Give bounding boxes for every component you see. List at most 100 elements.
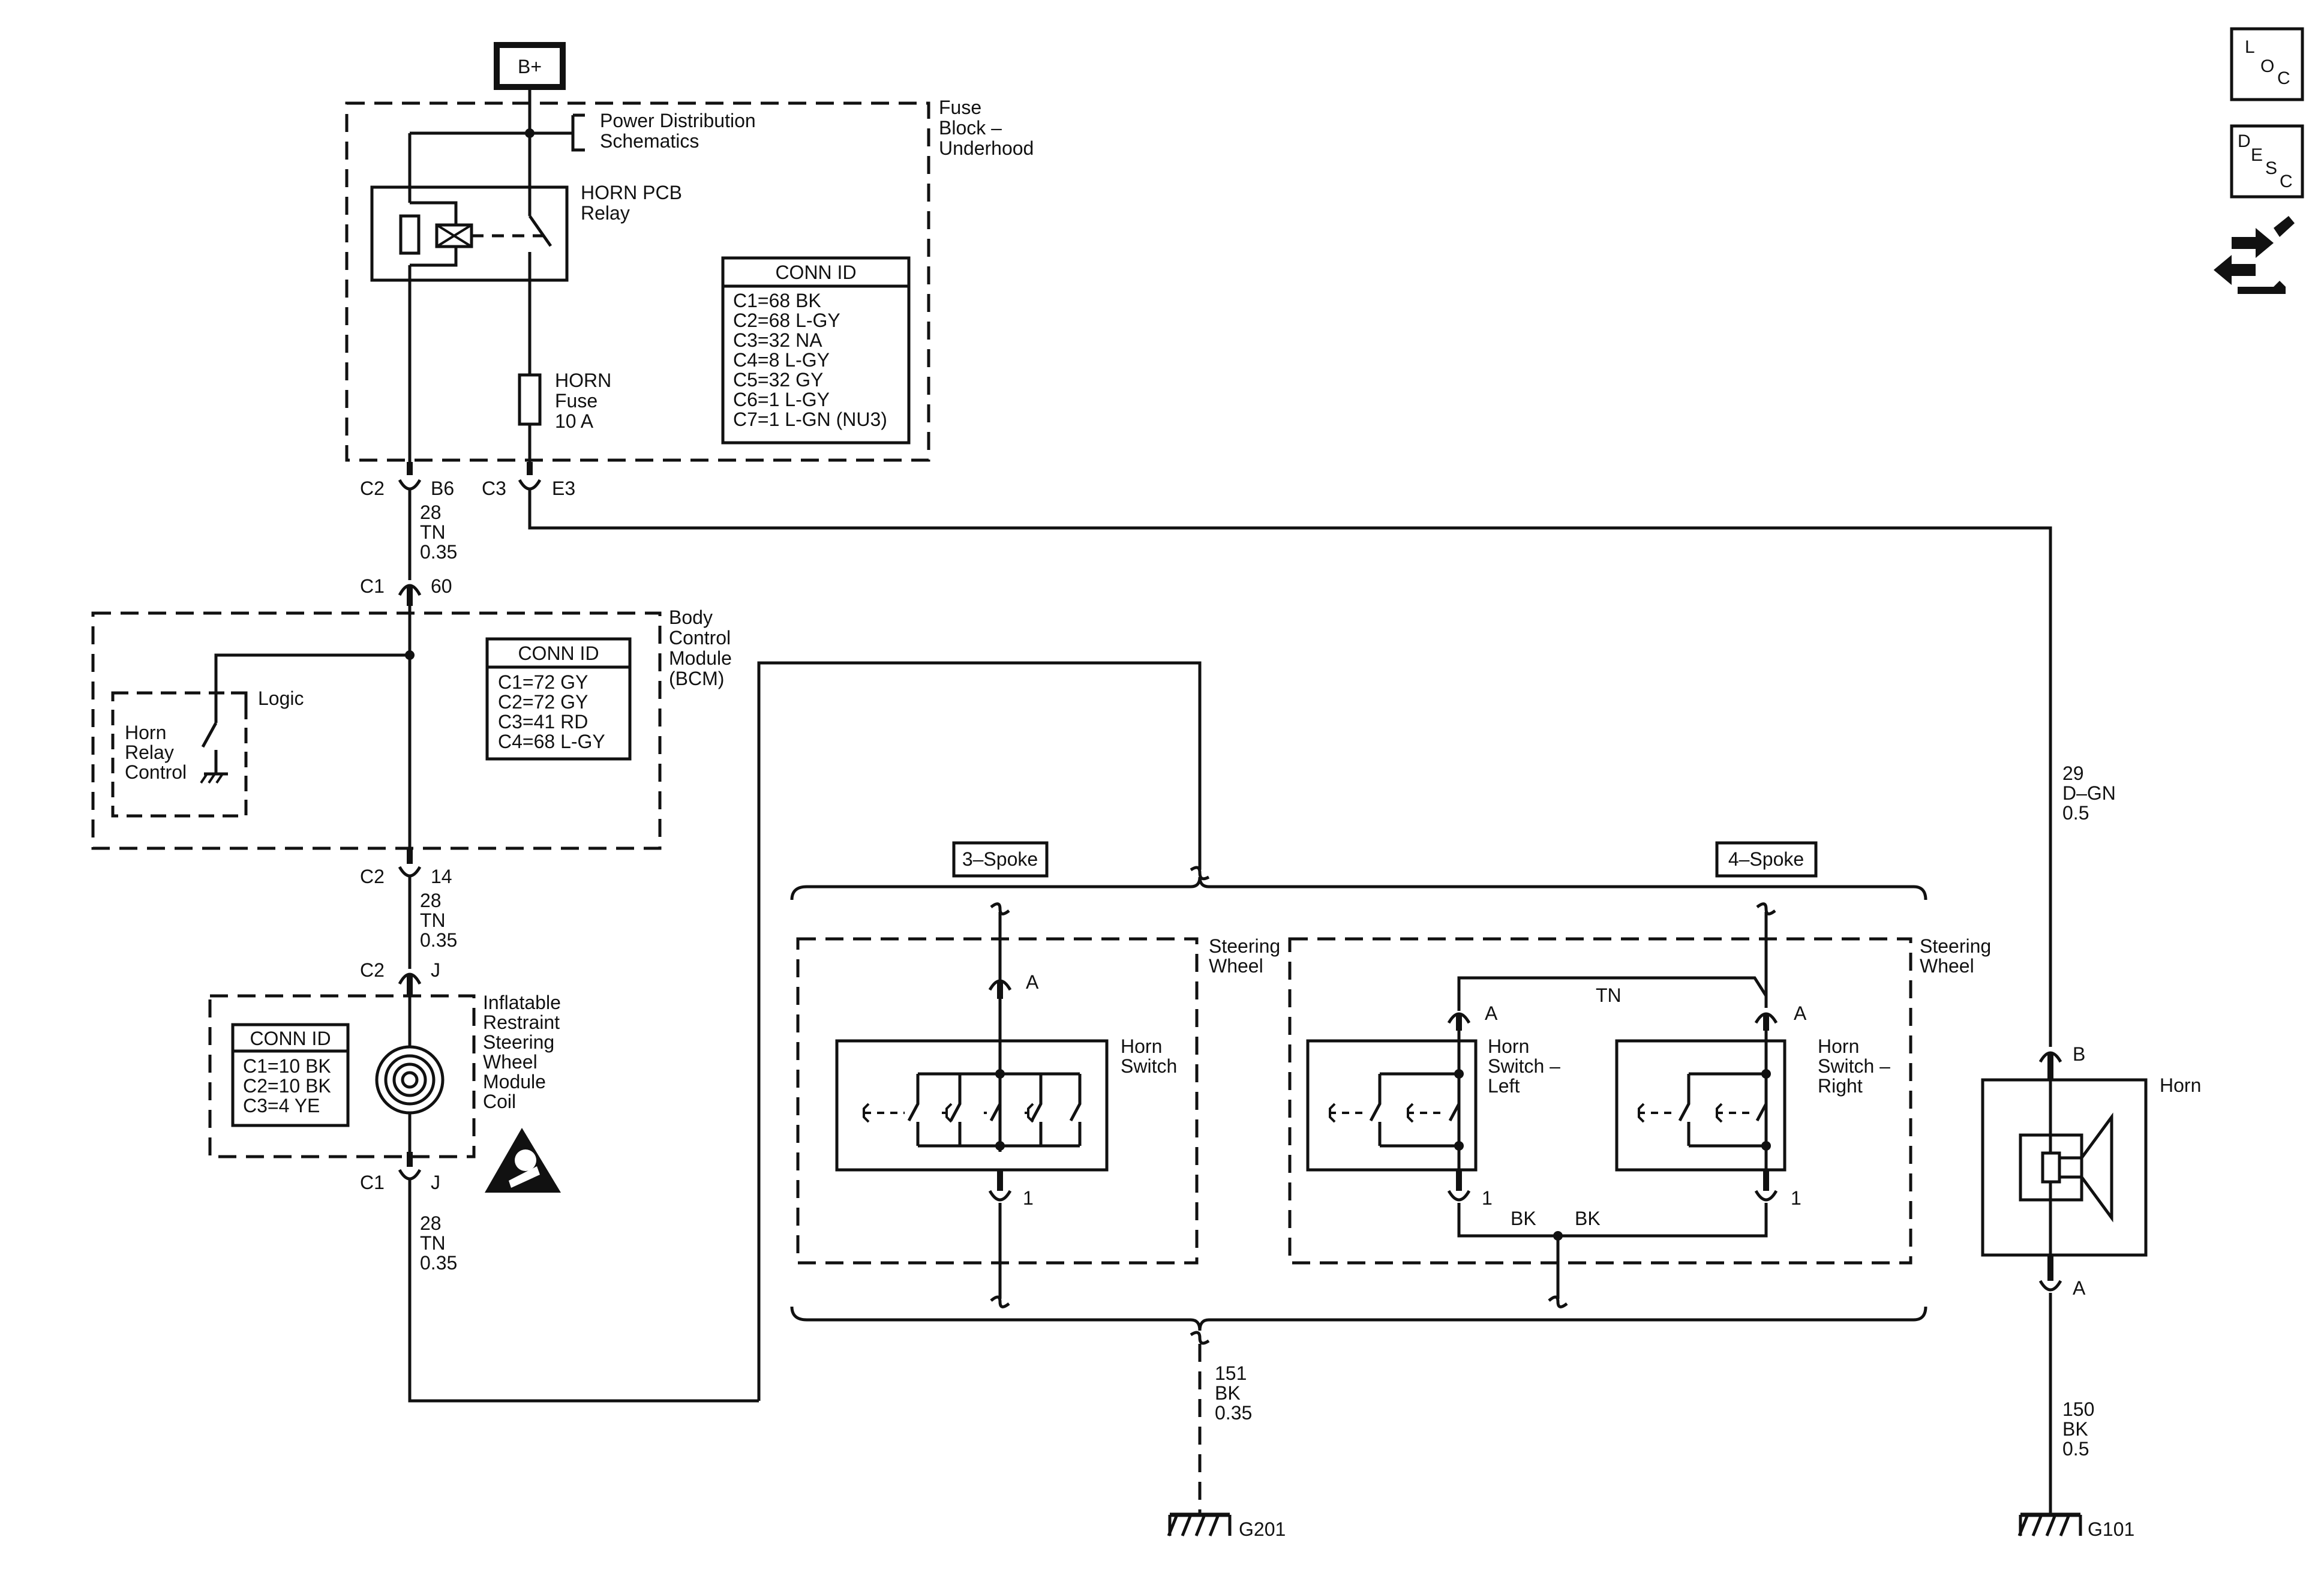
wrench-arrows-icon[interactable]	[2214, 216, 2295, 294]
relay-control-label-3: Control	[125, 761, 187, 783]
svg-text:(BCM): (BCM)	[669, 668, 724, 689]
connector-c2-j	[398, 972, 422, 996]
relay-control-label-2: Relay	[125, 742, 174, 763]
wire-label-w6: 150	[2062, 1398, 2094, 1420]
horn-switch-left	[1306, 1031, 1478, 1172]
pin-1-label-left: 1	[1482, 1187, 1493, 1209]
clockspring-coil-icon	[375, 996, 445, 1161]
logic-label: Logic	[258, 688, 304, 709]
wire-size-w4: 0.5	[2062, 802, 2089, 824]
loc-icon[interactable]: L O C	[2230, 27, 2304, 101]
wire-label-w5: 151	[1215, 1362, 1247, 1384]
conn-pin-j2: J	[431, 1172, 440, 1193]
conn-pin-e3: E3	[552, 478, 575, 499]
steering-wheel-label-3b: Wheel	[1209, 955, 1263, 977]
svg-text:3–Spoke: 3–Spoke	[962, 848, 1038, 870]
horn-relay	[370, 133, 569, 282]
svg-text:C1=68 BK: C1=68 BK	[733, 290, 821, 311]
conn-label-c1b: C1	[360, 1172, 385, 1193]
svg-text:C4=8 L-GY: C4=8 L-GY	[733, 349, 830, 371]
ground-g101-label: G101	[2088, 1518, 2134, 1540]
steering-wheel-label-4b: Wheel	[1920, 955, 1974, 977]
svg-text:Wheel: Wheel	[483, 1051, 538, 1073]
horn-component	[1981, 1078, 2148, 1257]
svg-text:C2=68 L-GY: C2=68 L-GY	[733, 310, 840, 331]
wire-color-w4: D–GN	[2062, 782, 2116, 804]
fuse-rating: 10 A	[555, 410, 594, 432]
svg-text:Steering: Steering	[483, 1031, 554, 1053]
svg-text:4–Spoke: 4–Spoke	[1728, 848, 1804, 870]
bcm-horn-wire	[757, 661, 1202, 1401]
svg-text:C1=72 GY: C1=72 GY	[498, 671, 588, 693]
svg-text:C3=41 RD: C3=41 RD	[498, 711, 588, 733]
horn-switch-left-label-3: Left	[1488, 1075, 1520, 1097]
wire-size-w3: 0.35	[420, 1252, 457, 1274]
four-spoke-tag: 4–Spoke	[1715, 841, 1818, 878]
wire-size-w5: 0.35	[1215, 1402, 1252, 1424]
svg-text:Coil: Coil	[483, 1091, 516, 1112]
wire-size-w6: 0.5	[2062, 1438, 2089, 1460]
wire-label-w2: 28	[420, 890, 442, 911]
horn-conn-b	[2038, 1051, 2062, 1080]
horn-label: Horn	[2160, 1074, 2201, 1096]
svg-text:Control: Control	[669, 627, 731, 649]
wire-color-w2: TN	[420, 909, 446, 931]
coil-boundary	[208, 994, 476, 1158]
connector-c2-14	[398, 849, 422, 878]
svg-text:Block –: Block –	[939, 117, 1002, 139]
svg-text:Body: Body	[669, 607, 713, 628]
conn-label-c1: C1	[360, 575, 385, 597]
conn-label-c2: C2	[360, 478, 385, 499]
fuse-block-conn-table: CONN ID C1=68 BK C2=68 L-GY C3=32 NA C4=…	[721, 256, 911, 445]
conn-pin-14: 14	[431, 866, 452, 887]
horn-switch-left-label: Horn	[1488, 1035, 1529, 1057]
horn-switch-right	[1615, 1031, 1786, 1172]
wire-color-w1: TN	[420, 521, 446, 543]
svg-text:C1=10 BK: C1=10 BK	[243, 1055, 331, 1077]
svg-text:Underhood: Underhood	[939, 137, 1034, 159]
conn-label-c2c: C2	[360, 959, 385, 981]
horn-feed-wire	[528, 489, 2052, 1047]
svg-text:C: C	[2277, 68, 2290, 88]
conn-pin-60: 60	[431, 575, 452, 597]
wire-color-w5: BK	[1215, 1382, 1241, 1404]
svg-text:C3=32 NA: C3=32 NA	[733, 329, 822, 351]
wire-label-w4: 29	[2062, 763, 2084, 784]
relay-control-label: Horn	[125, 722, 166, 743]
conn-label-c2b: C2	[360, 866, 385, 887]
desc-icon[interactable]: D E S C	[2230, 124, 2304, 199]
svg-text:O: O	[2260, 56, 2274, 76]
svg-text:CONN ID: CONN ID	[250, 1028, 331, 1049]
wire-size-w1: 0.35	[420, 541, 457, 563]
svg-text:Fuse: Fuse	[939, 97, 981, 118]
pin-1-label: 1	[1023, 1187, 1034, 1209]
svg-text:Inflatable: Inflatable	[483, 992, 561, 1013]
relay-label: HORN PCB	[581, 182, 682, 203]
fuse-label: HORN	[555, 370, 611, 391]
wire-label-w1: 28	[420, 502, 442, 523]
svg-text:C2=72 GY: C2=72 GY	[498, 691, 588, 713]
connector-c1-60	[398, 584, 422, 606]
variant-bottom-brace	[790, 1306, 1927, 1345]
conn-pin-b6: B6	[431, 478, 454, 499]
svg-text:Restraint: Restraint	[483, 1011, 560, 1033]
airbag-warning-icon	[485, 1128, 561, 1193]
ground-g201-icon	[1167, 1512, 1232, 1536]
relay-control-switch	[200, 699, 228, 784]
svg-text:D: D	[2238, 131, 2251, 151]
relay-label-2: Relay	[581, 202, 630, 224]
pin-1-label-right: 1	[1791, 1187, 1801, 1209]
svg-text:C2=10 BK: C2=10 BK	[243, 1075, 331, 1097]
conn-pin-j1: J	[431, 959, 440, 981]
horn-switch-left-conn-1	[1447, 1170, 1471, 1202]
conn-label-c3: C3	[482, 478, 506, 499]
svg-text:C7=1 L-GN (NU3): C7=1 L-GN (NU3)	[733, 409, 887, 430]
tn-jumper-label: TN	[1596, 984, 1622, 1006]
bcm-internal-wire	[214, 653, 410, 699]
horn-switch-right-conn-a	[1754, 1012, 1778, 1031]
horn-switch-left-label-2: Switch –	[1488, 1055, 1560, 1077]
horn-switch-3-spoke	[835, 999, 1109, 1172]
fuse-block-boundary	[345, 101, 930, 462]
connector-c2-b6	[398, 462, 422, 491]
steering-wheel-label-3: Steering	[1209, 935, 1280, 957]
